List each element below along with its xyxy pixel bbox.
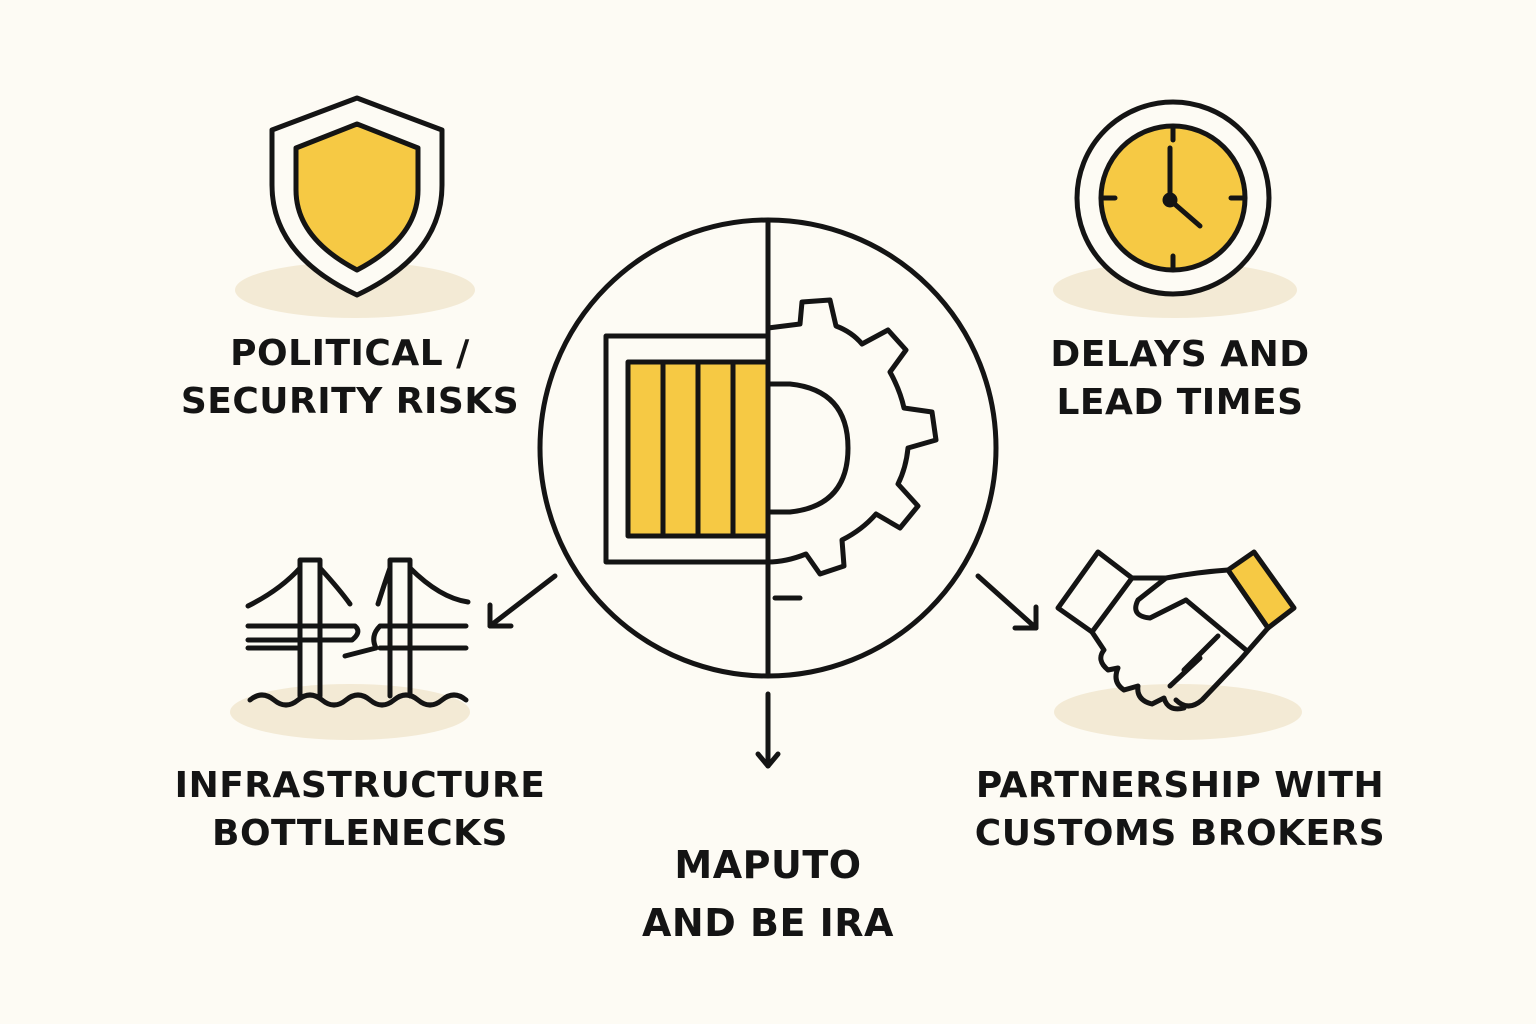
container-gear-icon [537,217,999,679]
arrow-to-partnership [975,573,1039,631]
label-delays-lead-times: DELAYS AND LEAD TIMES [980,331,1380,427]
broken-bridge-icon [230,557,471,740]
clock-icon [1053,99,1297,318]
label-political-security-risks: POLITICAL / SECURITY RISKS [150,330,550,426]
label-partnership-customs-brokers: PARTNERSHIP WITH CUSTOMS BROKERS [960,762,1400,858]
label-delays-line2: LEAD TIMES [1056,382,1304,423]
label-political-line1: POLITICAL / [230,333,470,374]
label-maputo-beira: MAPUTO AND BE IRA [610,836,926,952]
label-ports-line1: MAPUTO [674,843,862,887]
arrow-to-ports [755,691,781,769]
label-infra-line2: BOTTLENECKS [212,813,508,854]
label-infrastructure-bottlenecks: INFRASTRUCTURE BOTTLENECKS [150,762,570,858]
arrow-to-infrastructure [487,573,558,629]
label-ports-line2: AND BE IRA [642,901,894,945]
label-infra-line1: INFRASTRUCTURE [174,765,546,806]
label-delays-line1: DELAYS AND [1050,334,1310,375]
label-political-line2: SECURITY RISKS [180,381,520,422]
label-partner-line2: CUSTOMS BROKERS [974,813,1386,854]
handshake-icon [1054,549,1302,740]
label-partner-line1: PARTNERSHIP WITH [975,765,1385,806]
shield-icon [235,95,475,318]
